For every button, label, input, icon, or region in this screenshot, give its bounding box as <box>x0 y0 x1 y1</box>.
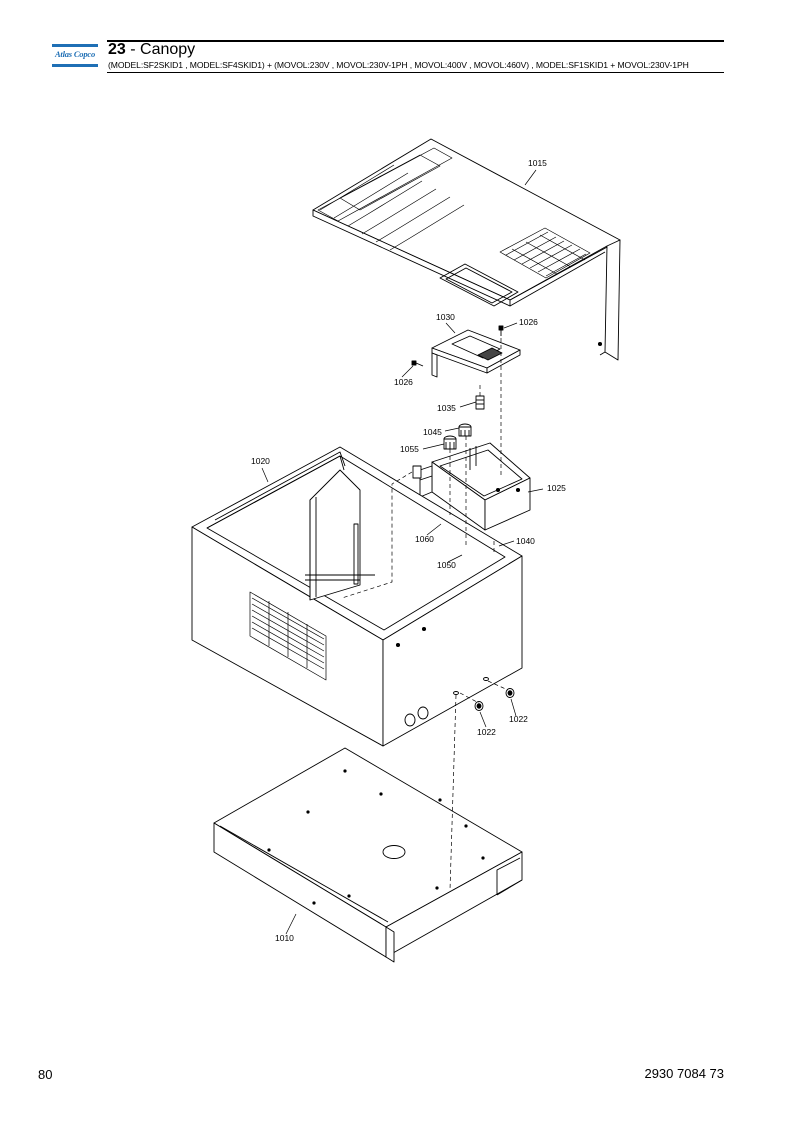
top-cover-vent-left <box>317 147 465 251</box>
top-cover-access-plate <box>439 263 519 307</box>
part-1025-electrical-box <box>412 442 531 531</box>
callout-leaders <box>261 169 544 935</box>
callout-1050: 1050 <box>437 560 456 570</box>
part-1022-grommet-right <box>505 688 515 698</box>
header-rule-bottom <box>107 72 724 73</box>
callout-1022-right: 1022 <box>509 714 528 724</box>
callout-1040: 1040 <box>516 536 535 546</box>
callout-1045: 1045 <box>423 427 442 437</box>
part-1015-top-cover <box>312 138 621 361</box>
applicability-line: (MODEL:SF2SKID1 , MODEL:SF4SKID1) + (MOV… <box>108 60 689 70</box>
callout-1025: 1025 <box>547 483 566 493</box>
header-rule-top <box>107 40 724 42</box>
callout-1030: 1030 <box>436 312 455 322</box>
part-1030-box-cover <box>431 329 521 378</box>
callout-1020: 1020 <box>251 456 270 466</box>
part-1010-base-frame <box>213 747 523 963</box>
part-1035-fitting <box>475 395 485 410</box>
document-number: 2930 7084 73 <box>644 1066 724 1081</box>
page-header: Atlas Copco 23 - Canopy (MODEL:SF2SKID1 … <box>0 0 800 80</box>
part-1020-canopy-housing <box>191 446 523 747</box>
section-number: 23 <box>108 41 126 58</box>
housing-side-vent <box>249 591 327 681</box>
callout-1060: 1060 <box>415 534 434 544</box>
callout-1010: 1010 <box>275 933 294 943</box>
page-number: 80 <box>38 1067 53 1082</box>
assembly-lines <box>341 338 509 891</box>
section-title: 23 - Canopy <box>108 41 195 59</box>
callout-1026-left: 1026 <box>394 377 413 387</box>
part-1055-cable-gland <box>443 435 457 450</box>
part-1026-screw-left <box>411 360 424 367</box>
callout-1015: 1015 <box>528 158 547 168</box>
top-cover-vent-right <box>499 227 591 279</box>
title-separator: - <box>125 41 141 58</box>
part-1022-grommet-left <box>474 701 484 711</box>
callout-1022-left: 1022 <box>477 727 496 737</box>
part-1045-cable-gland <box>458 423 472 437</box>
section-name: Canopy <box>140 41 196 58</box>
part-1026-screw-right <box>498 325 504 336</box>
callout-1035: 1035 <box>437 403 456 413</box>
callout-1055: 1055 <box>400 444 419 454</box>
logo-wordmark: Atlas Copco <box>54 49 96 59</box>
callout-1026-top: 1026 <box>519 317 538 327</box>
atlas-copco-logo: Atlas Copco <box>52 44 98 67</box>
